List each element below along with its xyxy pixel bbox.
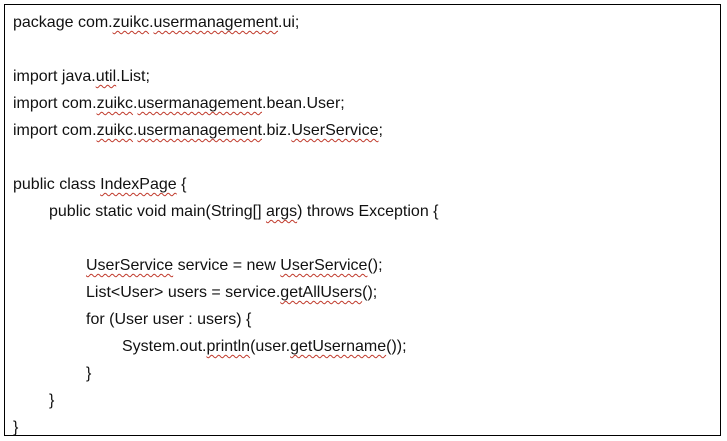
spell-mark: util <box>95 68 117 85</box>
code-line-blank <box>13 225 712 252</box>
spell-mark: args <box>265 203 298 220</box>
spell-mark: UserService <box>280 257 368 274</box>
spell-mark: usermanagement <box>153 14 279 31</box>
code-line-get-users: List<User> users = service.getAllUsers()… <box>13 279 712 306</box>
code-line-import-list: import java.util.List; <box>13 63 712 90</box>
code-line-println: System.out.println(user.getUsername()); <box>13 333 712 360</box>
code-line-import-userservice: import com.zuikc.usermanagement.biz.User… <box>13 117 712 144</box>
code-line-package: package com.zuikc.usermanagement.ui; <box>13 9 712 36</box>
code-line-blank <box>13 36 712 63</box>
code-line-main-decl: public static void main(String[] args) t… <box>13 198 712 225</box>
code-line-blank <box>13 144 712 171</box>
code-line-close-main: } <box>49 392 55 409</box>
code-line-close-for: } <box>86 365 92 382</box>
spell-mark: UserService <box>291 122 379 139</box>
code-line-service-init: UserService service = new UserService(); <box>13 252 712 279</box>
code-document-frame: package com.zuikc.usermanagement.ui; imp… <box>4 4 721 436</box>
spell-mark: zuikc <box>96 122 134 139</box>
spell-mark: zuikc <box>96 95 134 112</box>
spell-mark: getUsername <box>290 338 387 355</box>
code-line-close-class: } <box>13 419 19 436</box>
spell-mark: usermanagement <box>137 95 262 112</box>
spell-mark: IndexPage <box>100 176 177 193</box>
code-line-import-user: import com.zuikc.usermanagement.bean.Use… <box>13 90 712 117</box>
spell-mark: getAllUsers <box>280 284 363 301</box>
spell-mark: usermanagement <box>137 122 262 139</box>
code-block: package com.zuikc.usermanagement.ui; imp… <box>13 9 712 441</box>
spell-mark: UserService <box>86 257 174 274</box>
spell-mark: zuikc <box>112 14 150 31</box>
code-line-class-decl: public class IndexPage { <box>13 171 712 198</box>
spell-mark: println <box>206 338 251 355</box>
code-line-for-loop: for (User user : users) { <box>86 311 252 328</box>
